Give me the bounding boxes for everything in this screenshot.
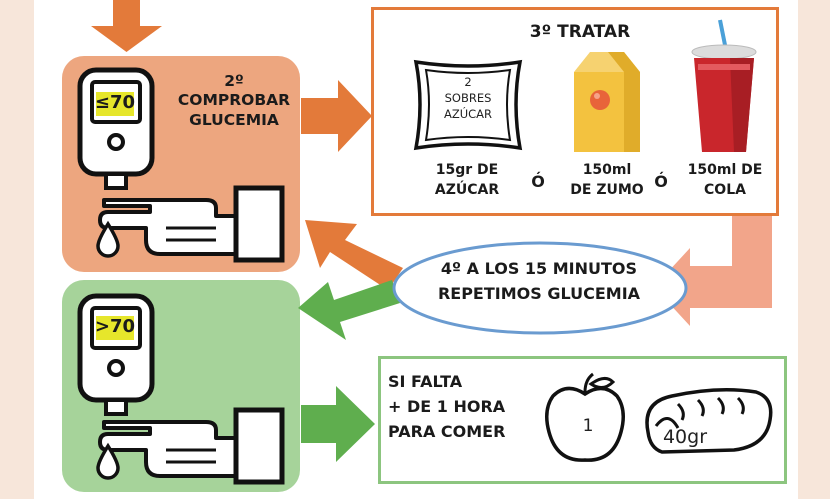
sachet-label: 2 SOBRES AZÚCAR: [443, 75, 493, 122]
left-margin-band: [0, 0, 34, 499]
juice-carton-icon: [574, 52, 640, 152]
step-4-title: 4º A LOS 15 MINUTOS REPETIMOS GLUCEMIA: [437, 259, 641, 303]
low-reading-highlight: [96, 92, 134, 116]
option-cola-label: 150ml DE COLA: [687, 162, 763, 198]
ok-glucose-reading: >70: [94, 316, 136, 337]
recheck-ellipse: [392, 241, 688, 335]
bread-icon: [645, 388, 773, 454]
cola-cup-icon: [691, 19, 757, 152]
blood-drop-icon: [96, 442, 120, 480]
sugar-sachet-icon: [413, 59, 523, 151]
or-separator-2: Ó: [654, 172, 668, 191]
option-sugar-label: 15gr DE AZÚCAR: [434, 162, 500, 198]
top-down-arrow: [91, 0, 162, 52]
or-separator-1: Ó: [531, 172, 545, 191]
apple-icon: [545, 372, 625, 462]
pricked-finger-hand-icon: [98, 185, 285, 263]
option-juice-label: 150ml DE ZUMO: [570, 162, 644, 198]
low-glucose-reading: ≤70: [94, 92, 136, 113]
pricked-finger-hand-icon: [98, 407, 285, 485]
step-3-title: 3º TRATAR: [529, 22, 631, 42]
ok-reading-highlight: [96, 316, 134, 340]
blood-drop-icon: [96, 220, 120, 258]
arrow-to-treat: [301, 80, 372, 152]
right-margin-band: [798, 0, 830, 499]
apple-count: 1: [582, 416, 594, 436]
arrow-recheck-to-check: [305, 220, 403, 290]
arrow-recheck-to-ok: [298, 280, 400, 340]
arrow-to-snack: [301, 386, 375, 462]
bread-amount: 40gr: [662, 426, 708, 448]
step-2-title: 2º COMPROBAR GLUCEMIA: [177, 72, 291, 129]
snack-condition: SI FALTA + DE 1 HORA PARA COMER: [388, 372, 506, 441]
